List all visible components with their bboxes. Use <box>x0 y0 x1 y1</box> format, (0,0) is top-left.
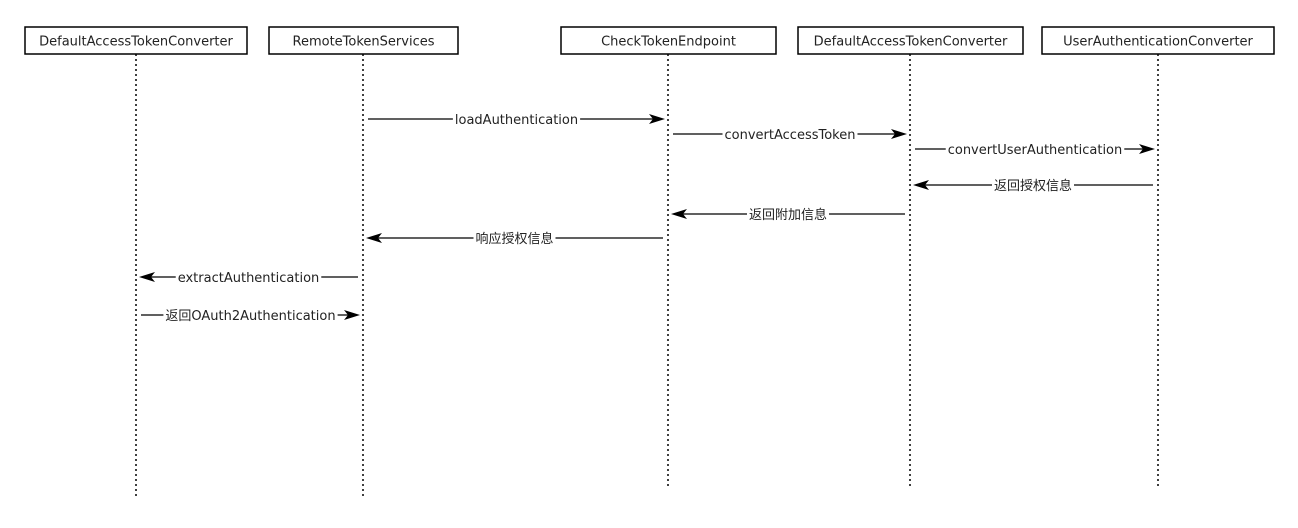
arrowhead <box>1139 144 1155 154</box>
message-label: convertUserAuthentication <box>948 143 1123 158</box>
message-label-bg <box>722 125 858 142</box>
message-label: extractAuthentication <box>178 271 320 286</box>
participant-label: DefaultAccessTokenConverter <box>39 35 233 50</box>
participant-label: CheckTokenEndpoint <box>601 35 736 50</box>
message-label-bg <box>473 229 556 246</box>
message-2: convertAccessToken <box>673 125 907 143</box>
message-label: 返回附加信息 <box>749 207 827 223</box>
participant-label: RemoteTokenServices <box>293 35 435 50</box>
message-label: 返回OAuth2Authentication <box>165 309 335 324</box>
participant-p3: CheckTokenEndpoint <box>560 26 777 55</box>
participant-p5: UserAuthenticationConverter <box>1041 26 1275 55</box>
message-label-bg <box>991 176 1075 193</box>
participant-p1: DefaultAccessTokenConverter <box>24 26 248 55</box>
participant-label: DefaultAccessTokenConverter <box>814 35 1008 50</box>
arrowhead <box>891 129 907 139</box>
participant-p4: DefaultAccessTokenConverter <box>797 26 1024 55</box>
message-label: 返回授权信息 <box>994 178 1072 194</box>
message-8: 返回OAuth2Authentication <box>141 306 360 324</box>
message-label: convertAccessToken <box>725 128 856 143</box>
message-7: extractAuthentication <box>139 268 358 286</box>
participant-box <box>268 26 459 55</box>
message-label-bg <box>175 268 322 285</box>
arrowhead <box>913 180 929 190</box>
message-4: 返回授权信息 <box>913 176 1153 194</box>
message-label-bg <box>746 205 830 222</box>
message-5: 返回附加信息 <box>671 205 905 223</box>
arrowhead <box>139 272 155 282</box>
participant-p2: RemoteTokenServices <box>268 26 459 55</box>
arrowhead <box>649 114 665 124</box>
message-label: loadAuthentication <box>455 113 578 128</box>
message-6: 响应授权信息 <box>366 229 663 247</box>
message-label-bg <box>163 306 338 323</box>
participant-box <box>797 26 1024 55</box>
arrowhead <box>671 209 687 219</box>
message-1: loadAuthentication <box>368 110 665 128</box>
participant-box <box>560 26 777 55</box>
message-label: 响应授权信息 <box>475 231 553 247</box>
message-label-bg <box>452 110 581 127</box>
message-label-bg <box>945 140 1125 157</box>
participant-box <box>24 26 248 55</box>
arrowhead <box>344 310 360 320</box>
participant-label: UserAuthenticationConverter <box>1063 35 1253 50</box>
arrowhead <box>366 233 382 243</box>
message-3: convertUserAuthentication <box>915 140 1155 158</box>
